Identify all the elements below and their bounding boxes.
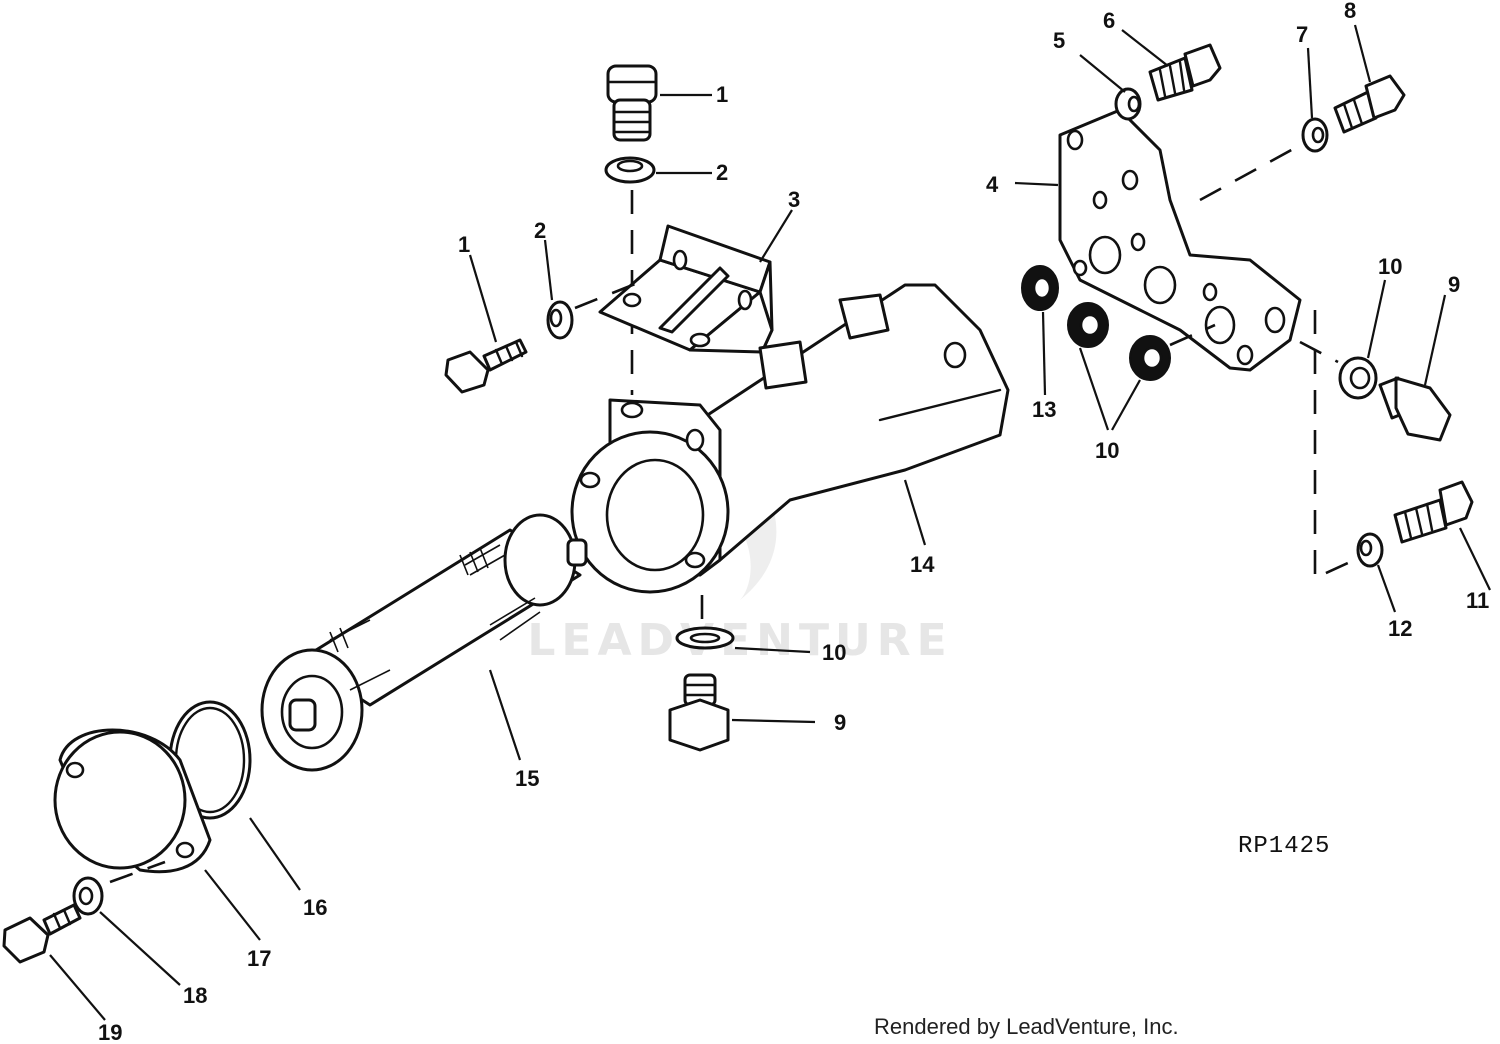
callout-17: 17 — [247, 946, 271, 971]
callout-9: 9 — [1448, 272, 1460, 297]
part-1-bolt-top — [606, 64, 712, 142]
part-5-washer — [1079, 54, 1142, 121]
reference-code: RP1425 — [1238, 833, 1330, 860]
part-1-bolt-left — [444, 254, 528, 394]
part-6-bolt — [1121, 29, 1222, 102]
callout-14: 14 — [910, 552, 935, 577]
part-12-washer — [1313, 310, 1397, 613]
part-15-filter-element — [260, 513, 588, 772]
part-17-cover — [53, 728, 261, 941]
part-4-adapter-plate — [1014, 108, 1302, 372]
callout-7: 7 — [1296, 22, 1308, 47]
callout-15: 15 — [515, 766, 539, 791]
part-13-washer — [1021, 265, 1059, 396]
watermark-text: LEADVENTURE — [527, 615, 952, 666]
callout-10: 10 — [1095, 438, 1119, 463]
part-18-washer — [72, 860, 181, 986]
callout-8: 8 — [1344, 0, 1356, 23]
callout-10: 10 — [1378, 254, 1402, 279]
callout-12: 12 — [1388, 616, 1412, 641]
callout-13: 13 — [1032, 397, 1056, 422]
callout-5: 5 — [1053, 28, 1065, 53]
part-19-bolt — [2, 903, 106, 1021]
callout-1: 1 — [458, 232, 470, 257]
callout-3: 3 — [788, 187, 800, 212]
part-10-washer-right — [1299, 279, 1387, 400]
callout-4: 4 — [986, 172, 999, 197]
callout-2: 2 — [716, 160, 728, 185]
part-14-filter-housing — [570, 283, 1010, 594]
part-9-plug-bottom — [668, 673, 816, 752]
render-credit: Rendered by LeadVenture, Inc. — [874, 1014, 1179, 1039]
part-11-bolt — [1393, 480, 1491, 591]
callout-18: 18 — [183, 983, 207, 1008]
callout-16: 16 — [303, 895, 327, 920]
callout-19: 19 — [98, 1020, 122, 1044]
callout-labels: 1 2 3 1 2 4 5 6 7 8 9 10 10 13 11 12 14 … — [98, 0, 1489, 1044]
callout-10: 10 — [822, 640, 846, 665]
callout-11: 11 — [1466, 588, 1489, 613]
part-2-washer-top — [604, 156, 712, 184]
part-2-washer-left — [543, 239, 641, 340]
part-10-washers-middle — [1067, 302, 1216, 431]
part-10-washer-bottom — [675, 595, 811, 654]
part-8-bolt — [1333, 24, 1406, 134]
callout-2: 2 — [534, 218, 546, 243]
callout-6: 6 — [1103, 8, 1115, 33]
part-7-washer — [1301, 47, 1329, 153]
part-9-plug-right — [1378, 294, 1452, 442]
callout-1: 1 — [716, 82, 728, 107]
part-3-bracket — [598, 209, 793, 354]
callout-9: 9 — [834, 710, 846, 735]
